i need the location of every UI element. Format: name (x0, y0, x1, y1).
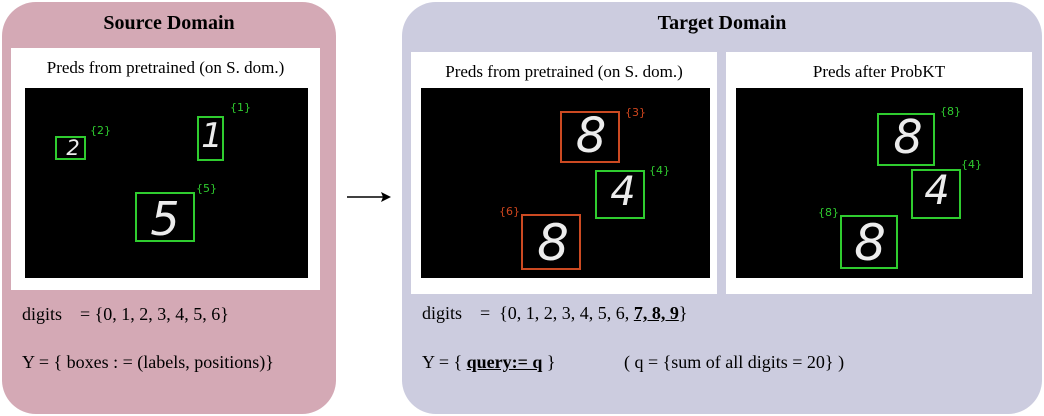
digit-glyph: 4 (924, 168, 950, 214)
source-preds-card: Preds from pretrained (on S. dom.) 2 {2}… (11, 48, 320, 290)
detection-box (877, 113, 935, 166)
detection-box (55, 136, 86, 160)
digit-glyph: 8 (854, 214, 886, 272)
detection-label: {4} (649, 164, 670, 177)
source-domain-panel: Source Domain Preds from pretrained (on … (2, 2, 336, 414)
digit-glyph: 1 (201, 116, 223, 156)
source-domain-title: Source Domain (103, 12, 235, 34)
digits-set-suffix: } (678, 303, 688, 323)
target-pretrained-card: Preds from pretrained (on S. dom.) 8 {3}… (411, 52, 717, 294)
right-arrow-icon (347, 192, 391, 202)
source-preds-caption: Preds from pretrained (on S. dom.) (46, 58, 285, 77)
query-term: query:= q (466, 352, 543, 372)
detection-label: {8} (940, 105, 961, 118)
detection-label: {1} (230, 101, 251, 114)
detection-box (595, 170, 645, 219)
digits-set-prefix: digits = {0, 1, 2, 3, 4, 5, 6, (422, 303, 634, 323)
query-definition: ( q = {sum of all digits = 20} ) (624, 352, 845, 372)
target-probkt-card: Preds after ProbKT 8 {8} 4 {4} 8 {8} (726, 52, 1032, 294)
digit-glyph: 5 (150, 192, 180, 246)
target-pretrained-caption: Preds from pretrained (on S. dom.) (445, 62, 683, 81)
detection-label: {8} (818, 206, 839, 219)
target-domain-panel: Target Domain Preds from pretrained (on … (402, 2, 1042, 414)
detection-label: {6} (499, 205, 520, 218)
detection-label: {4} (961, 158, 982, 171)
detection-box (560, 111, 620, 163)
digit-glyph: 8 (893, 110, 923, 164)
digit-glyph: 8 (537, 214, 569, 272)
digit-glyph: 4 (610, 169, 636, 215)
detection-box (521, 214, 581, 270)
source-digit-image: 2 {2} 1 {1} 5 {5} (25, 88, 308, 278)
detection-box (135, 192, 195, 242)
detection-box (840, 215, 898, 269)
new-digits: 7, 8, 9 (633, 303, 679, 323)
target-digits-set: digits = {0, 1, 2, 3, 4, 5, 6, 7, 8, 9} (422, 303, 687, 324)
detection-box (911, 169, 961, 219)
detection-box (197, 116, 224, 161)
detection-label: {5} (196, 182, 217, 195)
target-domain-title: Target Domain (657, 12, 787, 34)
y-suffix: } (542, 352, 556, 372)
digit-glyph: 8 (575, 108, 607, 164)
target-probkt-image: 8 {8} 4 {4} 8 {8} (736, 88, 1023, 278)
detection-label: {3} (625, 106, 646, 119)
target-y-definition: Y = { query:= q } (422, 352, 556, 373)
digit-glyph: 2 (66, 136, 80, 160)
source-digits-set: digits = {0, 1, 2, 3, 4, 5, 6} (22, 304, 229, 324)
y-prefix: Y = { (422, 352, 467, 372)
source-y-definition: Y = { boxes : = (labels, positions)} (22, 352, 274, 372)
target-pretrained-image: 8 {3} 4 {4} 8 {6} (421, 88, 710, 278)
target-probkt-caption: Preds after ProbKT (812, 62, 946, 81)
detection-label: {2} (90, 124, 111, 137)
